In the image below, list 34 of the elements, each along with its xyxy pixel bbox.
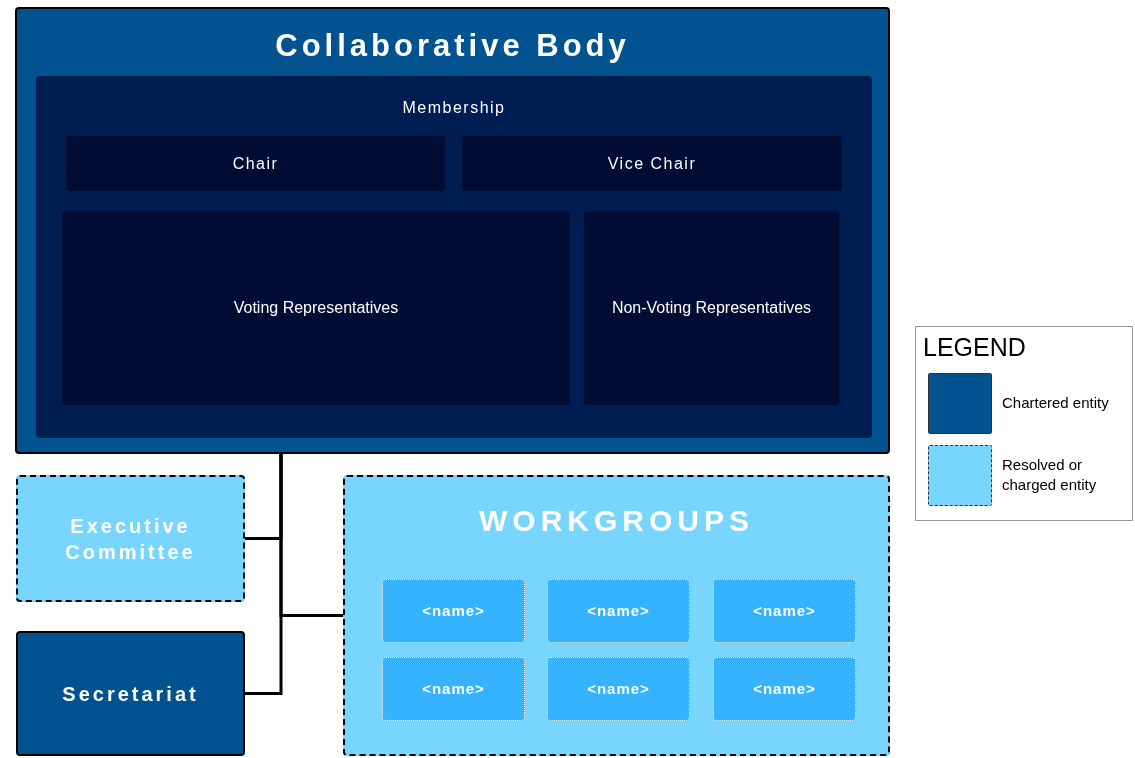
box-title: WORKGROUPS [478, 503, 755, 539]
workgroup-box [382, 657, 525, 721]
workgroups-box [343, 475, 890, 756]
connector-line [245, 454, 283, 695]
box-label: <name> [752, 680, 817, 698]
committee-box [16, 475, 245, 602]
box-label: <name> [586, 680, 651, 698]
representatives-box [584, 211, 839, 405]
workgroup-box [547, 579, 690, 643]
role-box [66, 136, 445, 191]
box-label: <name> [421, 602, 486, 620]
workgroup-box [382, 579, 525, 643]
workgroup-box [713, 579, 856, 643]
role-box [462, 136, 842, 191]
chartered-body-box [15, 7, 890, 454]
box-label: <name> [421, 680, 486, 698]
box-label: Voting Representatives [232, 298, 400, 318]
box-label: Vice Chair [606, 153, 698, 174]
legend-label: Resolved or charged entity [1002, 454, 1098, 495]
legend-title: LEGEND [923, 333, 1026, 362]
box-title: Collaborative Body [274, 27, 631, 65]
representatives-box [62, 211, 570, 405]
workgroup-box [547, 657, 690, 721]
secretariat-box [16, 631, 245, 756]
box-label: Executive Committee [64, 513, 197, 565]
box-label: <name> [752, 602, 817, 620]
membership-panel [36, 76, 872, 438]
legend-label: Chartered entity [1002, 392, 1110, 413]
box-label: Non-Voting Representatives [610, 298, 813, 318]
box-label: Secretariat [61, 681, 200, 706]
box-label: <name> [586, 602, 651, 620]
panel-title: Membership [401, 98, 507, 118]
workgroup-box [713, 657, 856, 721]
box-label: Chair [231, 153, 280, 174]
